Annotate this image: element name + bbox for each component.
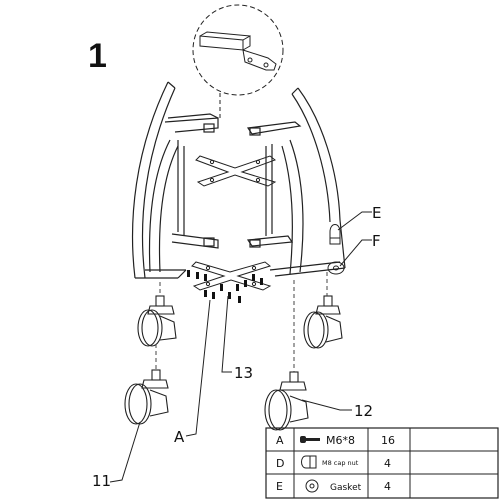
lower-cross-plate [191,261,272,291]
cap-nut-icon [301,455,317,469]
callout-a: A [174,428,185,446]
caster-wheel-rear-right [303,295,343,349]
callout-f: F [372,232,381,250]
table-row-a-name: M6*8 [326,434,355,447]
table-row-e-name: Gasket [330,483,362,493]
right-side-frame [246,87,346,277]
screw-icon [300,436,320,443]
table-row-a-qty: 16 [381,434,395,447]
gasket-part [327,261,345,275]
table-row-d-name: M8 cap nut [322,459,359,467]
alignment-lines [155,272,328,372]
table-row-e-key: E [276,480,283,493]
parts-table: A M6*8 16 D M8 cap nut 4 E Gasket 4 [265,427,499,499]
detail-magnifier [192,4,284,120]
table-row-a-key: A [276,434,284,447]
table-row-d-qty: 4 [384,457,391,470]
table-row-d-key: D [276,457,284,470]
callout-12: 12 [354,402,373,420]
caster-wheel-front-right [264,371,309,431]
callout-13: 13 [234,364,253,382]
screw-set-a [187,270,263,303]
upper-cross-plate [195,155,277,187]
caster-wheel-front-left [124,369,169,425]
callout-11: 11 [92,472,111,490]
caster-wheel-rear-left [137,295,177,347]
table-row-e-qty: 4 [384,480,391,493]
gasket-icon [305,479,319,493]
cap-nut-part [329,224,341,245]
left-side-frame [131,81,219,279]
step-number: 1 [88,37,107,75]
leader-lines [109,211,372,483]
callout-e: E [372,204,381,222]
